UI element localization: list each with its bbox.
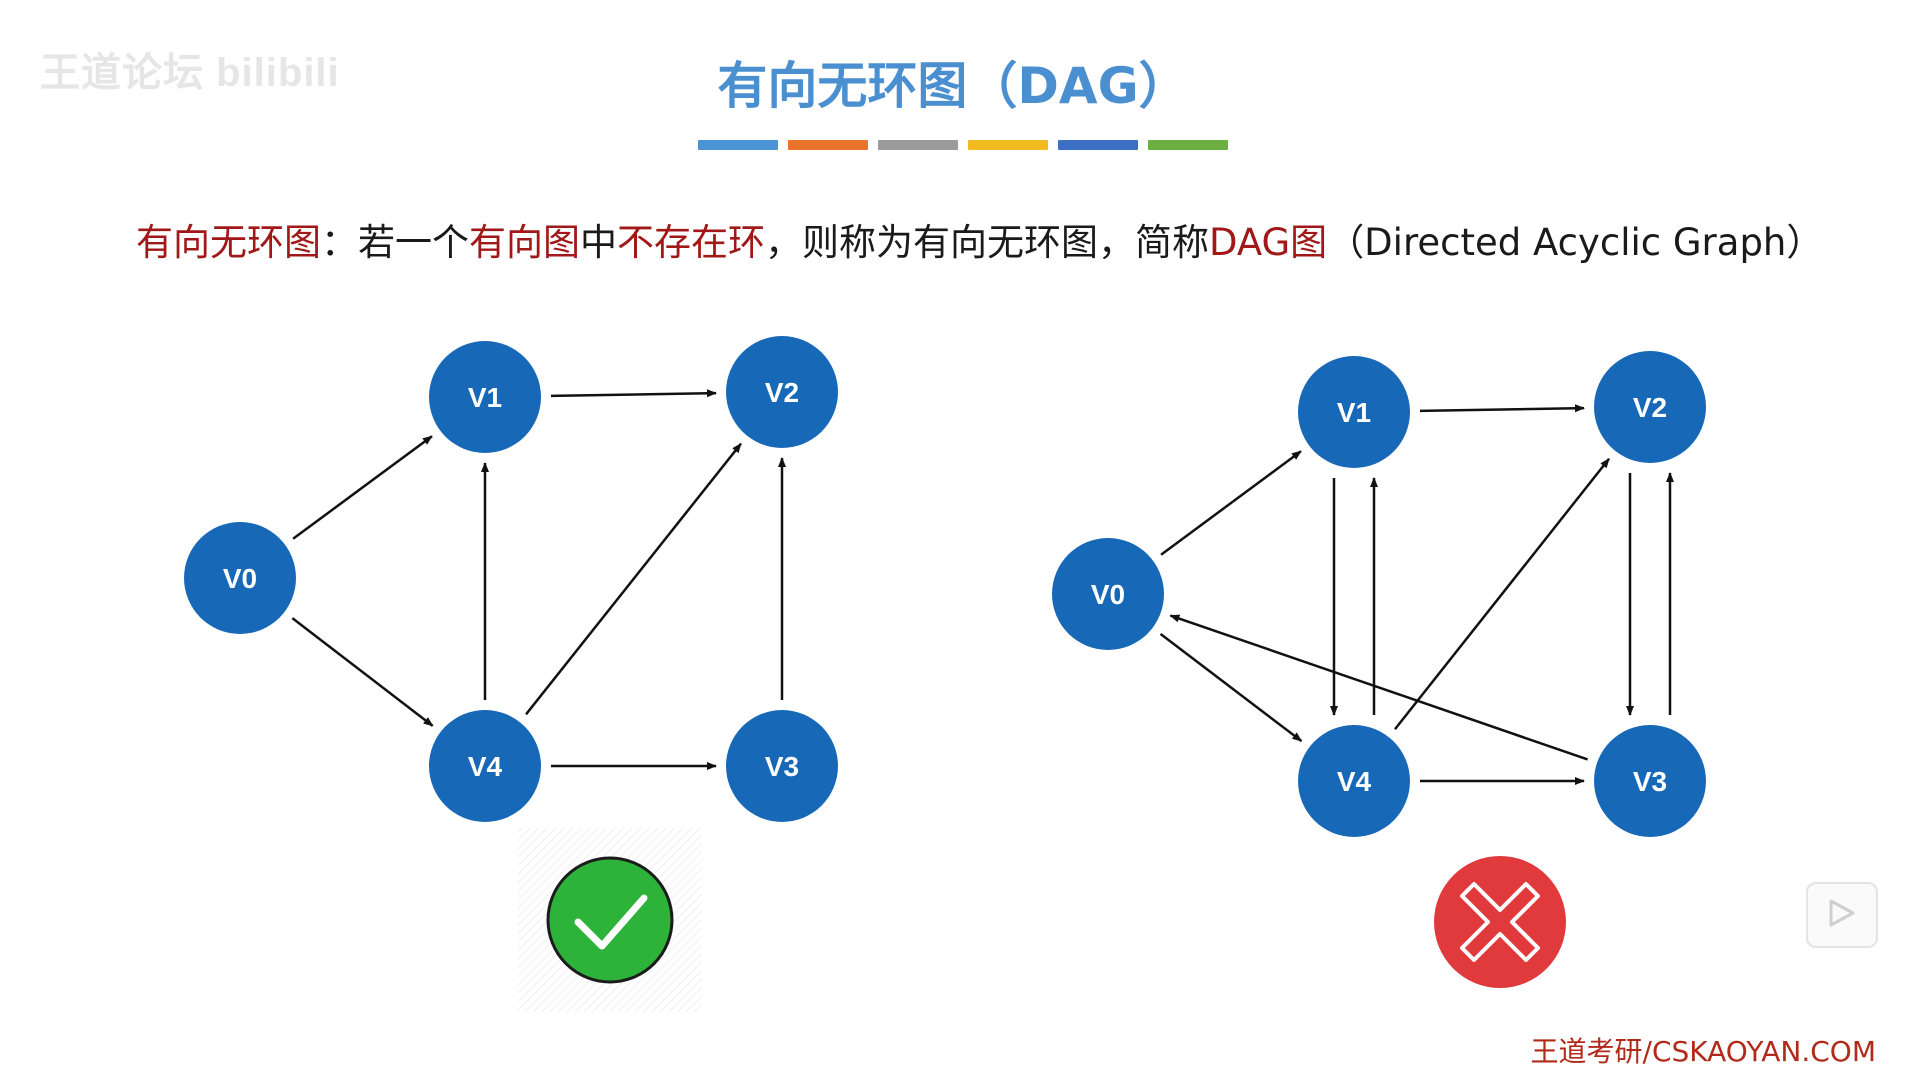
title-bar-2 [878,140,958,150]
edge-v1-to-v2 [1419,404,1586,413]
node-label-v2: V2 [1633,392,1667,423]
node-v0 [184,522,296,634]
title-bar-0 [698,140,778,150]
definition-rest: ，则称为有向无环图，简称 [765,221,1209,264]
definition-sep: ：若一个 [321,221,469,264]
edge-v0-to-v4 [1159,632,1303,743]
node-v3 [726,710,838,822]
node-v2 [1594,351,1706,463]
node-label-v0: V0 [1091,579,1125,610]
footer-brand: 王道考研/CSKAOYAN.COM [1530,1035,1876,1068]
edge-v0-to-v4 [291,617,434,727]
edge-v0-to-v1 [1160,450,1302,556]
node-v0 [1052,538,1164,650]
node-label-v1: V1 [1337,397,1371,428]
title-bar-5 [1148,140,1228,150]
node-label-v4: V4 [468,751,503,782]
edge-v1-to-v2 [550,389,718,398]
node-v4 [1298,725,1410,837]
title-color-bars [698,140,1238,150]
node-label-v3: V3 [765,751,799,782]
definition-hl-no-cycle: 不存在环 [617,221,765,264]
title-bar-1 [788,140,868,150]
edge-v3-to-v0 [1169,614,1589,761]
node-v4 [429,710,541,822]
title-bar-3 [968,140,1048,150]
edge-v4-to-v2 [1393,457,1611,731]
definition-hl-directed-graph: 有向图 [469,221,580,264]
check-icon [518,828,702,1012]
node-v2 [726,336,838,448]
node-label-v2: V2 [765,377,799,408]
definition-tail: （Directed Acyclic Graph） [1327,221,1824,264]
node-v3 [1594,725,1706,837]
watermark: 王道论坛 bilibili [40,51,340,95]
node-label-v1: V1 [468,382,502,413]
play-icon [1829,899,1855,927]
node-label-v0: V0 [223,563,257,594]
node-label-v3: V3 [1633,766,1667,797]
definition-text: 有向无环图：若一个有向图中不存在环，则称为有向无环图，简称DAG图（Direct… [136,212,1823,266]
cross-icon [1434,856,1566,988]
page-title: 有向无环图（DAG） [717,57,1189,115]
definition-mid: 中 [580,221,617,264]
definition-hl-dag: DAG图 [1209,221,1328,264]
definition-term: 有向无环图 [136,221,321,264]
play-button[interactable] [1806,882,1878,948]
edge-v4-to-v2 [525,442,742,716]
edge-v0-to-v1 [292,435,433,540]
title-bar-4 [1058,140,1138,150]
node-v1 [1298,356,1410,468]
node-v1 [429,341,541,453]
node-label-v4: V4 [1337,766,1372,797]
